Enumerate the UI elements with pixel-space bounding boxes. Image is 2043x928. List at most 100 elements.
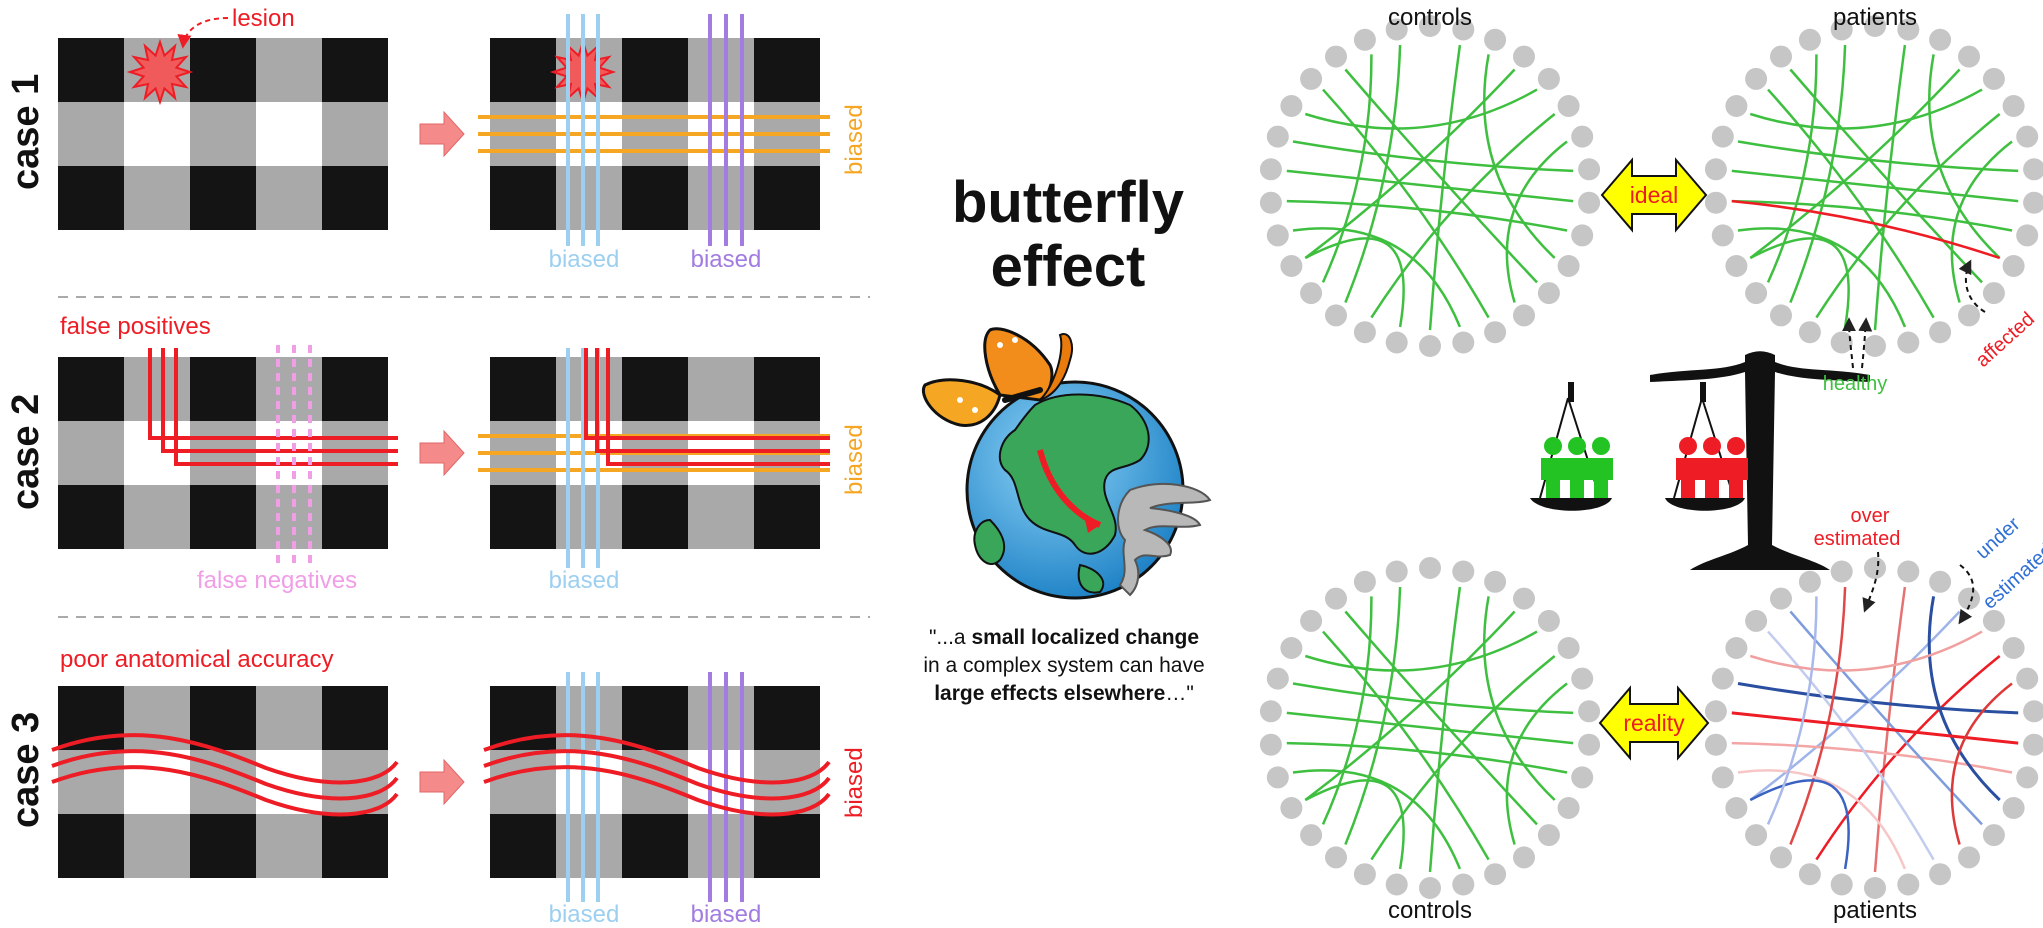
- network-node: [1798, 863, 1821, 886]
- network-node: [1929, 321, 1952, 344]
- healthy-arrow: [1842, 317, 1857, 369]
- person-icon: [1724, 437, 1748, 498]
- grid-cell: [256, 166, 322, 230]
- grid-cell: [490, 485, 556, 549]
- network-node: [2016, 667, 2039, 690]
- person-head: [1544, 437, 1562, 455]
- network-node: [1325, 846, 1347, 869]
- network-edge: [1928, 54, 2001, 259]
- network-node: [1958, 587, 1980, 610]
- network-node: [1770, 846, 1792, 869]
- reality-label: reality: [1623, 710, 1685, 736]
- network-node: [2002, 637, 2025, 659]
- butterfly-title-line2: effect: [991, 234, 1146, 299]
- network-node: [1958, 45, 1980, 68]
- under-estimated-arrow: [1958, 564, 1975, 625]
- over-estimated-arrow: [1862, 551, 1880, 613]
- top-right-network-label: patients: [1833, 4, 1917, 31]
- network-node: [1300, 282, 1323, 305]
- transition-arrow: [419, 110, 465, 158]
- network-node: [1830, 331, 1853, 354]
- network-edge: [1292, 682, 1574, 715]
- grid-cell: [124, 750, 190, 814]
- case1-biased-horizontal: biased: [841, 104, 868, 175]
- grid-cell: [688, 166, 754, 230]
- grid-cell: [322, 357, 388, 421]
- network-node: [1982, 609, 2005, 632]
- grid-cell: [58, 357, 124, 421]
- network-node: [1300, 824, 1323, 847]
- network-node: [1745, 67, 1768, 90]
- network-edge: [1304, 237, 1405, 328]
- network-node: [2023, 191, 2043, 214]
- network-node: [1704, 700, 1727, 723]
- person-head: [1592, 437, 1610, 455]
- network-node: [1711, 224, 1734, 247]
- network-node: [1929, 28, 1952, 51]
- network-node: [1537, 67, 1560, 90]
- grid-cell: [754, 814, 820, 878]
- grid-cell: [322, 38, 388, 102]
- network-edge: [1304, 88, 1538, 130]
- grid-cell: [688, 814, 754, 878]
- network-edge: [1737, 682, 2019, 715]
- network-node: [1325, 304, 1347, 327]
- network-node: [2016, 224, 2039, 247]
- butterfly-title-line1: butterfly: [952, 170, 1184, 235]
- network-node: [1571, 125, 1594, 148]
- case2-biased-horizontal: biased: [841, 424, 868, 495]
- network-node: [2023, 158, 2043, 181]
- grid-cell: [124, 814, 190, 878]
- grid-cell: [556, 485, 622, 549]
- network-node: [1578, 700, 1601, 723]
- network-edge: [1286, 169, 1574, 203]
- network-node: [1745, 824, 1768, 847]
- network-node: [1725, 255, 1748, 277]
- network-node: [1897, 18, 1920, 41]
- network-node: [1484, 321, 1507, 344]
- network-edge: [1344, 68, 1538, 284]
- lesion-label: lesion: [232, 5, 295, 32]
- network-edge: [1749, 237, 1850, 328]
- network-node: [1725, 797, 1748, 819]
- case1-biased-blue: biased: [549, 246, 620, 273]
- network-edge: [1322, 630, 1490, 861]
- network-edge: [1749, 88, 1983, 130]
- network-edge: [1304, 610, 1516, 801]
- network-node: [1353, 570, 1376, 593]
- grid-cell: [688, 485, 754, 549]
- grid-cell: [190, 357, 256, 421]
- network-edge: [1767, 88, 1935, 319]
- network-node: [1537, 609, 1560, 632]
- network-node: [1353, 321, 1376, 344]
- network-node: [1830, 560, 1853, 583]
- person-head: [1679, 437, 1697, 455]
- grid-cell: [622, 485, 688, 549]
- grid-cell: [556, 166, 622, 230]
- grid-cell: [58, 166, 124, 230]
- network-edge: [1749, 68, 1961, 259]
- network-node: [1982, 282, 2005, 305]
- network-node: [1385, 560, 1408, 583]
- network-node: [1452, 560, 1475, 583]
- grid-cell: [190, 814, 256, 878]
- transition-arrow: [419, 758, 465, 806]
- network-node: [1259, 733, 1282, 756]
- network-node: [2002, 255, 2025, 277]
- network-edge: [1789, 610, 1983, 826]
- network-node: [1513, 45, 1535, 68]
- network-node: [1982, 824, 2005, 847]
- network-node: [1864, 15, 1886, 37]
- network-edge: [1731, 169, 2019, 203]
- network-node: [1578, 191, 1601, 214]
- network-node: [1452, 873, 1475, 896]
- network-node: [1259, 700, 1282, 723]
- network-node: [1484, 863, 1507, 886]
- network-edge: [1737, 769, 1907, 870]
- grid-cell: [58, 814, 124, 878]
- grid-cell: [256, 686, 322, 750]
- network-edge: [1483, 596, 1556, 801]
- over-estimated-line1: over: [1851, 505, 1890, 527]
- network-node: [1864, 557, 1886, 579]
